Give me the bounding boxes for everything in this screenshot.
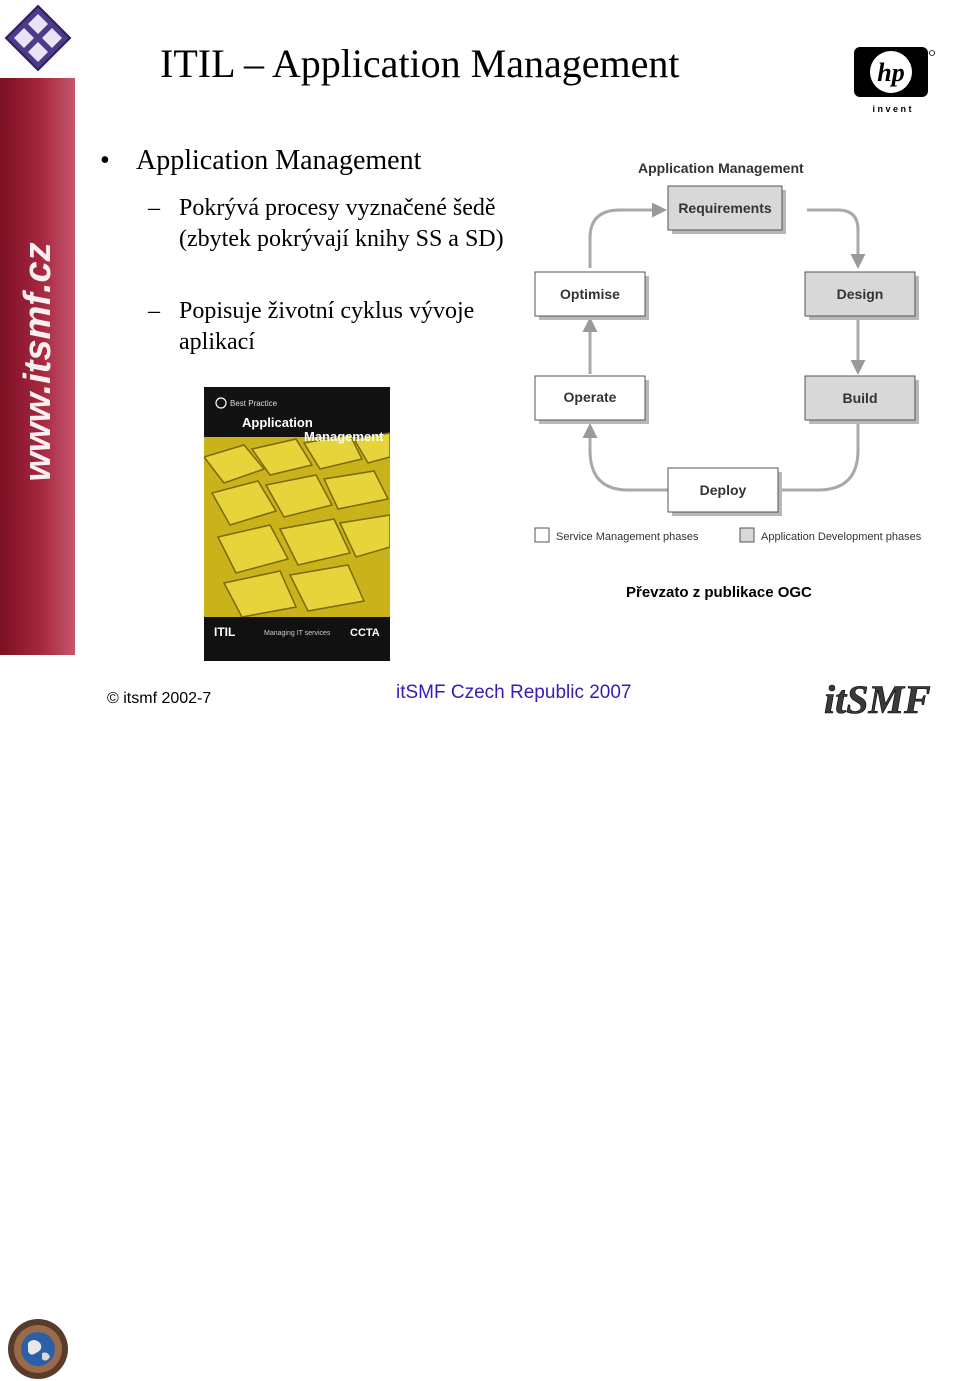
globe-logo-area <box>0 655 75 1379</box>
arrow-requirements-design <box>807 208 866 269</box>
diagram-title: Application Management <box>638 160 804 176</box>
arrow-deploy-operate <box>582 423 668 492</box>
book-series-text: Best Practice <box>230 399 278 408</box>
legend-swatch-service <box>534 527 550 543</box>
book-subtitle-text: Managing IT services <box>264 630 331 637</box>
bullet-text: Application Management <box>136 145 422 176</box>
legend-swatch-application <box>739 527 755 543</box>
phase-box-design: Design <box>804 271 919 320</box>
hp-tagline: i n v e n t <box>872 104 911 114</box>
phase-box-build: Build <box>804 375 919 424</box>
phase-label: Build <box>843 390 878 406</box>
arrow-optimise-requirements <box>588 202 667 268</box>
hp-mark-text: hp <box>877 58 904 87</box>
diagram-legend: Service Management phases Application De… <box>534 527 922 543</box>
itsmf-logo: itSMF <box>824 677 932 723</box>
sidebar-url-text: www.itsmf.cz <box>17 242 59 482</box>
bullet-item: • Application Management <box>100 145 421 177</box>
arrow-build-deploy <box>765 424 860 498</box>
itsmf-diamond-icon <box>2 2 74 74</box>
sub-item-dash: – <box>148 195 160 221</box>
phase-label: Optimise <box>560 286 620 302</box>
globe-icon <box>8 1319 68 1379</box>
phase-label: Requirements <box>678 200 772 216</box>
legend-label: Service Management phases <box>556 531 699 543</box>
book-cover-image: Best Practice Application Management ITI… <box>204 387 390 661</box>
book-title-line1: Application <box>242 415 313 430</box>
sub-item-text: Popisuje životní cyklus vývoje aplikací <box>179 298 475 355</box>
source-credit: Převzato z publikace OGC <box>626 584 812 601</box>
bullet-dot: • <box>100 145 110 176</box>
legend-label: Application Development phases <box>761 531 922 543</box>
sub-item-dash: – <box>148 298 160 324</box>
phase-label: Deploy <box>700 482 747 498</box>
hp-logo: hp i n v e n t <box>854 47 935 114</box>
phase-box-operate: Operate <box>534 375 649 424</box>
footer-copyright: © itsmf 2002-7 <box>107 690 212 707</box>
footer-title: itSMF Czech Republic 2007 <box>396 682 632 703</box>
sub-item: – Popisuje životní cyklus vývoje aplikac… <box>148 296 528 358</box>
book-title-line2: Management <box>304 429 384 444</box>
phase-box-deploy: Deploy <box>667 467 782 516</box>
phase-label: Operate <box>564 389 617 405</box>
phase-box-optimise: Optimise <box>534 271 649 320</box>
itsmf-logo-text: itSMF <box>824 677 931 722</box>
sub-item-text: Pokrývá procesy vyznačené šedě (zbytek p… <box>179 195 504 252</box>
book-publisher-text: CCTA <box>350 627 380 639</box>
corner-logo-area <box>0 0 75 78</box>
sidebar-band: www.itsmf.cz <box>0 0 75 729</box>
book-brand-text: ITIL <box>214 625 235 639</box>
phase-label: Design <box>837 286 884 302</box>
page-title: ITIL – Application Management <box>160 41 680 86</box>
lifecycle-diagram: Application Management Requirements Desi… <box>534 160 922 543</box>
sub-item: – Pokrývá procesy vyznačené šedě (zbytek… <box>148 193 528 255</box>
phase-box-requirements: Requirements <box>667 185 786 234</box>
